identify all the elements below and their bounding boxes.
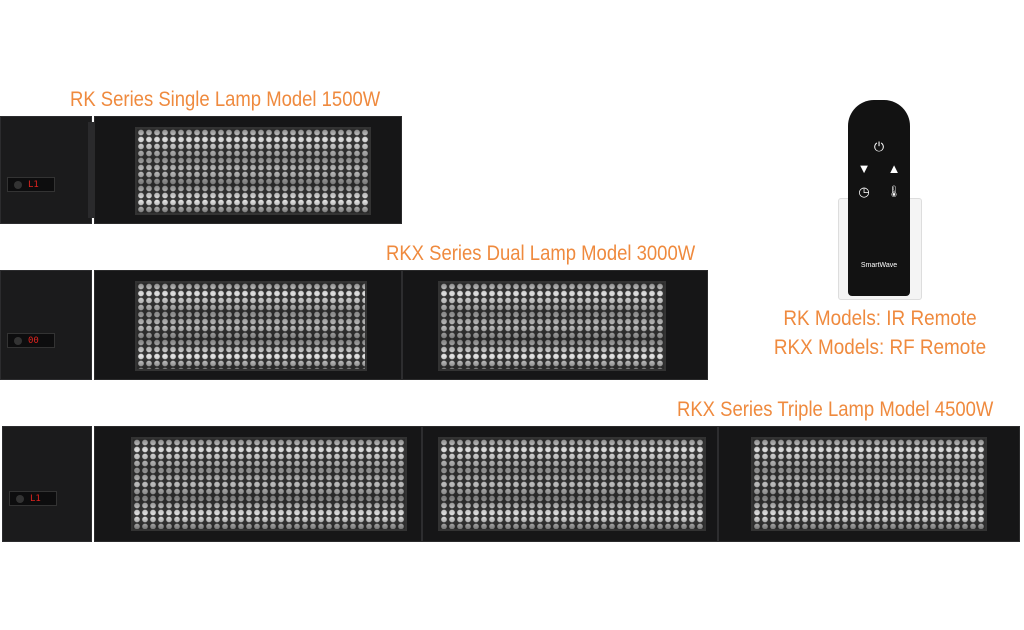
section-divider [401,271,403,379]
triple-lamp-label: RKX Series Triple Lamp Model 4500W [677,398,994,421]
remote-rk-label: RK Models: IR Remote [783,307,977,330]
dual-lamp-label: RKX Series Dual Lamp Model 3000W [386,242,696,265]
lamp-window [131,437,407,531]
lamp-window [438,437,706,531]
power-icon: ⏻ [873,139,885,154]
timer-icon: ◷ [858,184,870,199]
led-display: 00 [7,333,55,348]
lamp-window [135,127,371,215]
thermometer-icon: 🌡 [887,186,901,198]
control-box: L1 [2,426,92,542]
lamp-window [135,281,367,371]
section-divider [717,427,719,541]
heater-body [94,116,402,224]
led-display: L1 [9,491,57,506]
section-divider [421,427,423,541]
heater-body [94,270,708,380]
down-arrow-icon: ▼ [857,161,871,176]
control-box: L1 [0,116,92,224]
control-box: 00 [0,270,92,380]
single-lamp-label: RK Series Single Lamp Model 1500W [70,88,381,111]
lamp-window [438,281,666,371]
remote-rkx-label: RKX Models: RF Remote [773,336,987,359]
smartwave-logo: SmartWave [860,262,898,269]
heater-body [94,426,1020,542]
led-display: L1 [7,177,55,192]
remote-body [848,100,910,296]
up-arrow-icon: ▲ [887,161,901,176]
lamp-window [751,437,987,531]
joint [88,122,96,218]
